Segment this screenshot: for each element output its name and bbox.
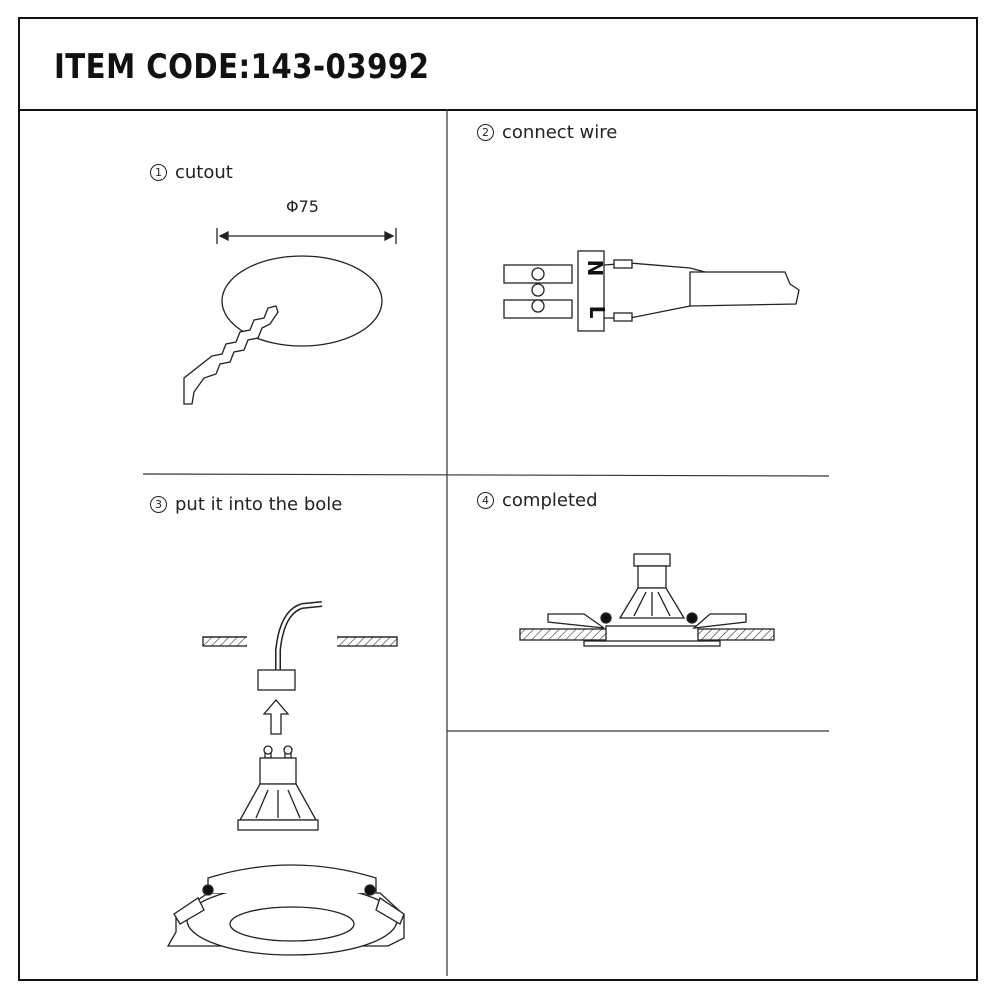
step-4-text: completed [502,490,598,511]
step-3-label: 3 put it into the bole [150,494,342,515]
screw-bottom-icon [531,299,545,313]
step-3-text: put it into the bole [175,494,343,515]
spring-clip-right [375,896,405,925]
wire-n-tip [613,259,633,269]
saw-icon [183,305,279,405]
connector-illustration [503,250,800,332]
arrow-up-icon [262,699,290,735]
insert-illustration [166,601,405,956]
step-1-label: 1 cutout [150,162,233,183]
step-2-text: connect wire [502,122,618,143]
installed-bulb-cap [637,565,667,589]
step-2-label: 2 connect wire [477,122,617,143]
terminal-n-label: N [583,260,607,277]
downlight-fitting [166,864,405,956]
step-4-label: 4 completed [477,490,598,511]
clip-pivot-left [202,884,214,896]
terminal-housing [577,250,605,332]
lamp-holder [257,669,296,691]
horizontal-divider-middle [142,473,830,477]
clip-pivot-right [364,884,376,896]
cutout-illustration [183,228,397,405]
screw-top-icon [531,267,545,281]
panel-dividers [142,109,830,976]
completed-illustration [519,553,775,647]
step-2-number: 2 [477,124,494,141]
installed-lamp-holder [633,553,671,567]
step-1-number: 1 [150,164,167,181]
step-3-number: 3 [150,496,167,513]
step-1-text: cutout [175,162,233,183]
item-code-title: ITEM CODE:143-03992 [54,47,430,87]
ceiling-hole [247,636,337,647]
installed-clip-left [547,613,605,629]
fitting-trim [583,640,721,647]
spring-clip-left [173,897,205,925]
fitting-body [605,625,699,643]
wire-l-tip [613,312,633,322]
instruction-sheet: ITEM CODE:143-03992 [18,17,978,981]
installed-clip-right [692,613,747,629]
gu10-bulb-icon [237,745,319,831]
cable-sheath [689,271,800,307]
terminal-l-label: L [585,306,609,319]
step-4-number: 4 [477,492,494,509]
cutout-diameter-label: Φ75 [286,197,319,216]
screw-middle-icon [531,283,545,297]
header-bar: ITEM CODE:143-03992 [20,19,976,111]
dimension-line [216,228,397,244]
